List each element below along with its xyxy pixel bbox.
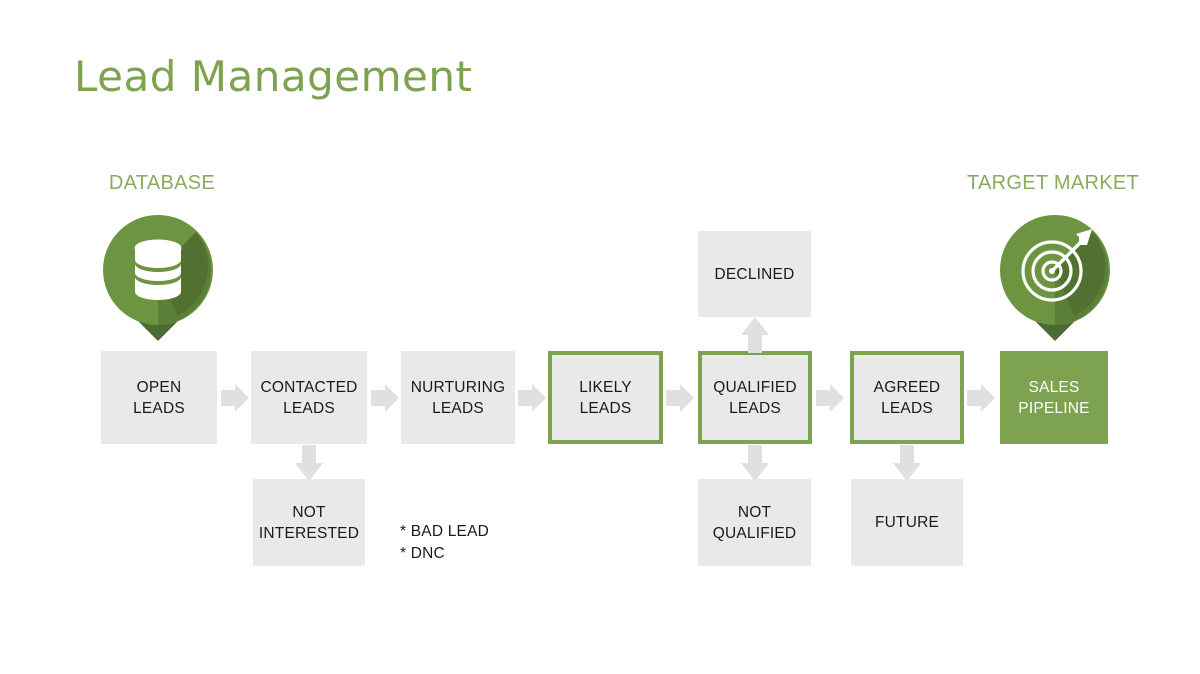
node-qualified-leads-line1: QUALIFIED bbox=[713, 378, 797, 396]
node-sales-pipeline[interactable]: SALES PIPELINE bbox=[1000, 351, 1108, 444]
arrow-right-icon bbox=[516, 382, 548, 414]
node-not-qualified[interactable]: NOT QUALIFIED bbox=[698, 479, 811, 566]
target-market-label: TARGET MARKET bbox=[966, 172, 1140, 194]
node-agreed-leads[interactable]: AGREED LEADS bbox=[850, 351, 964, 444]
node-nurturing-leads-line2: LEADS bbox=[432, 399, 484, 417]
node-sales-pipeline-line1: SALES bbox=[1028, 378, 1080, 396]
footnote-line2: * DNC bbox=[400, 545, 445, 562]
footnote-annotations: * BAD LEAD * DNC bbox=[400, 521, 489, 565]
arrow-right-icon bbox=[814, 382, 846, 414]
arrow-down-icon bbox=[739, 445, 771, 483]
node-future[interactable]: FUTURE bbox=[851, 479, 963, 566]
node-likely-leads-line1: LIKELY bbox=[579, 378, 632, 396]
node-contacted-leads-line2: LEADS bbox=[283, 399, 335, 417]
node-likely-leads-line2: LEADS bbox=[579, 399, 632, 417]
database-label: DATABASE bbox=[108, 172, 216, 194]
footnote-line1: * BAD LEAD bbox=[400, 523, 490, 540]
node-sales-pipeline-label: SALES PIPELINE bbox=[1012, 377, 1095, 419]
node-future-label: FUTURE bbox=[874, 514, 940, 531]
target-icon bbox=[1000, 215, 1110, 345]
arrow-right-icon bbox=[965, 382, 997, 414]
node-nurturing-leads-line1: NURTURING bbox=[410, 378, 506, 396]
arrow-right-icon bbox=[369, 382, 401, 414]
node-not-interested[interactable]: NOT INTERESTED bbox=[253, 479, 365, 566]
node-not-qualified-label: NOT QUALIFIED bbox=[707, 502, 803, 544]
page-title: Lead Management bbox=[74, 52, 473, 101]
node-sales-pipeline-line2: PIPELINE bbox=[1018, 399, 1090, 417]
node-qualified-leads-line2: LEADS bbox=[729, 399, 781, 417]
node-likely-leads[interactable]: LIKELY LEADS bbox=[548, 351, 663, 444]
arrow-down-icon bbox=[293, 445, 325, 483]
node-likely-leads-label: LIKELY LEADS bbox=[573, 377, 638, 419]
database-icon bbox=[103, 215, 213, 345]
node-qualified-leads[interactable]: QUALIFIED LEADS bbox=[698, 351, 812, 444]
node-not-interested-line2: INTERESTED bbox=[258, 524, 360, 542]
node-not-qualified-line1: NOT bbox=[737, 503, 772, 521]
node-open-leads-line1: OPEN bbox=[136, 378, 182, 396]
node-nurturing-leads[interactable]: NURTURING LEADS bbox=[401, 351, 515, 444]
arrow-right-icon bbox=[219, 382, 251, 414]
node-agreed-leads-line1: AGREED bbox=[873, 378, 941, 396]
node-contacted-leads[interactable]: CONTACTED LEADS bbox=[251, 351, 367, 444]
node-contacted-leads-line1: CONTACTED bbox=[260, 378, 358, 396]
node-agreed-leads-label: AGREED LEADS bbox=[868, 377, 947, 419]
node-declined-label: DECLINED bbox=[714, 265, 795, 283]
node-not-interested-label: NOT INTERESTED bbox=[253, 502, 365, 544]
node-not-interested-line1: NOT bbox=[292, 503, 326, 521]
arrow-up-icon bbox=[739, 315, 771, 353]
node-contacted-leads-label: CONTACTED LEADS bbox=[254, 377, 363, 419]
arrow-right-icon bbox=[664, 382, 696, 414]
node-agreed-leads-line2: LEADS bbox=[881, 399, 933, 417]
node-open-leads[interactable]: OPEN LEADS bbox=[101, 351, 217, 444]
node-open-leads-label: OPEN LEADS bbox=[127, 377, 191, 419]
node-open-leads-line2: LEADS bbox=[133, 399, 185, 417]
arrow-down-icon bbox=[891, 445, 923, 483]
node-declined[interactable]: DECLINED bbox=[698, 231, 811, 317]
node-qualified-leads-label: QUALIFIED LEADS bbox=[707, 377, 803, 419]
node-not-qualified-line2: QUALIFIED bbox=[712, 524, 797, 542]
node-nurturing-leads-label: NURTURING LEADS bbox=[405, 377, 512, 419]
